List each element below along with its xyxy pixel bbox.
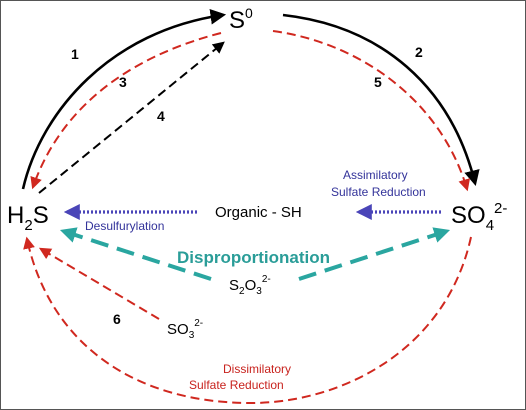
label-desulfurylation: Desulfurylation	[85, 219, 164, 233]
label-disproportionation: Disproportionation	[177, 248, 330, 267]
path-number-4: 4	[157, 108, 165, 124]
path-2-arrow	[282, 13, 480, 187]
path-number-5: 5	[374, 74, 382, 90]
path-number-2: 2	[415, 44, 423, 60]
node-organic-sh: Organic - SH	[215, 204, 302, 221]
label-dissimilatory: Dissimilatory	[223, 362, 291, 376]
path-number-3: 3	[119, 74, 127, 90]
label-dissimilatory-sub: Sulfate Reduction	[189, 378, 284, 392]
path-1-arrow	[21, 9, 227, 190]
dissimilatory-arrow	[23, 236, 472, 405]
path-5-arrow	[272, 30, 471, 192]
node-so3: SO32-	[167, 318, 203, 341]
node-so4: SO42-	[451, 200, 507, 234]
node-s0: S0	[229, 5, 253, 34]
path-3-arrow	[30, 32, 222, 190]
label-assimilatory-sub: Sulfate Reduction	[331, 185, 426, 199]
node-s2o3: S2O32-	[229, 274, 271, 297]
path-number-1: 1	[71, 46, 79, 62]
path-4-arrow	[38, 41, 225, 194]
path-number-6: 6	[113, 311, 121, 327]
path-6-arrow	[38, 247, 160, 320]
node-h2s: H2S	[7, 202, 49, 234]
label-assimilatory: Assimilatory	[343, 168, 408, 182]
